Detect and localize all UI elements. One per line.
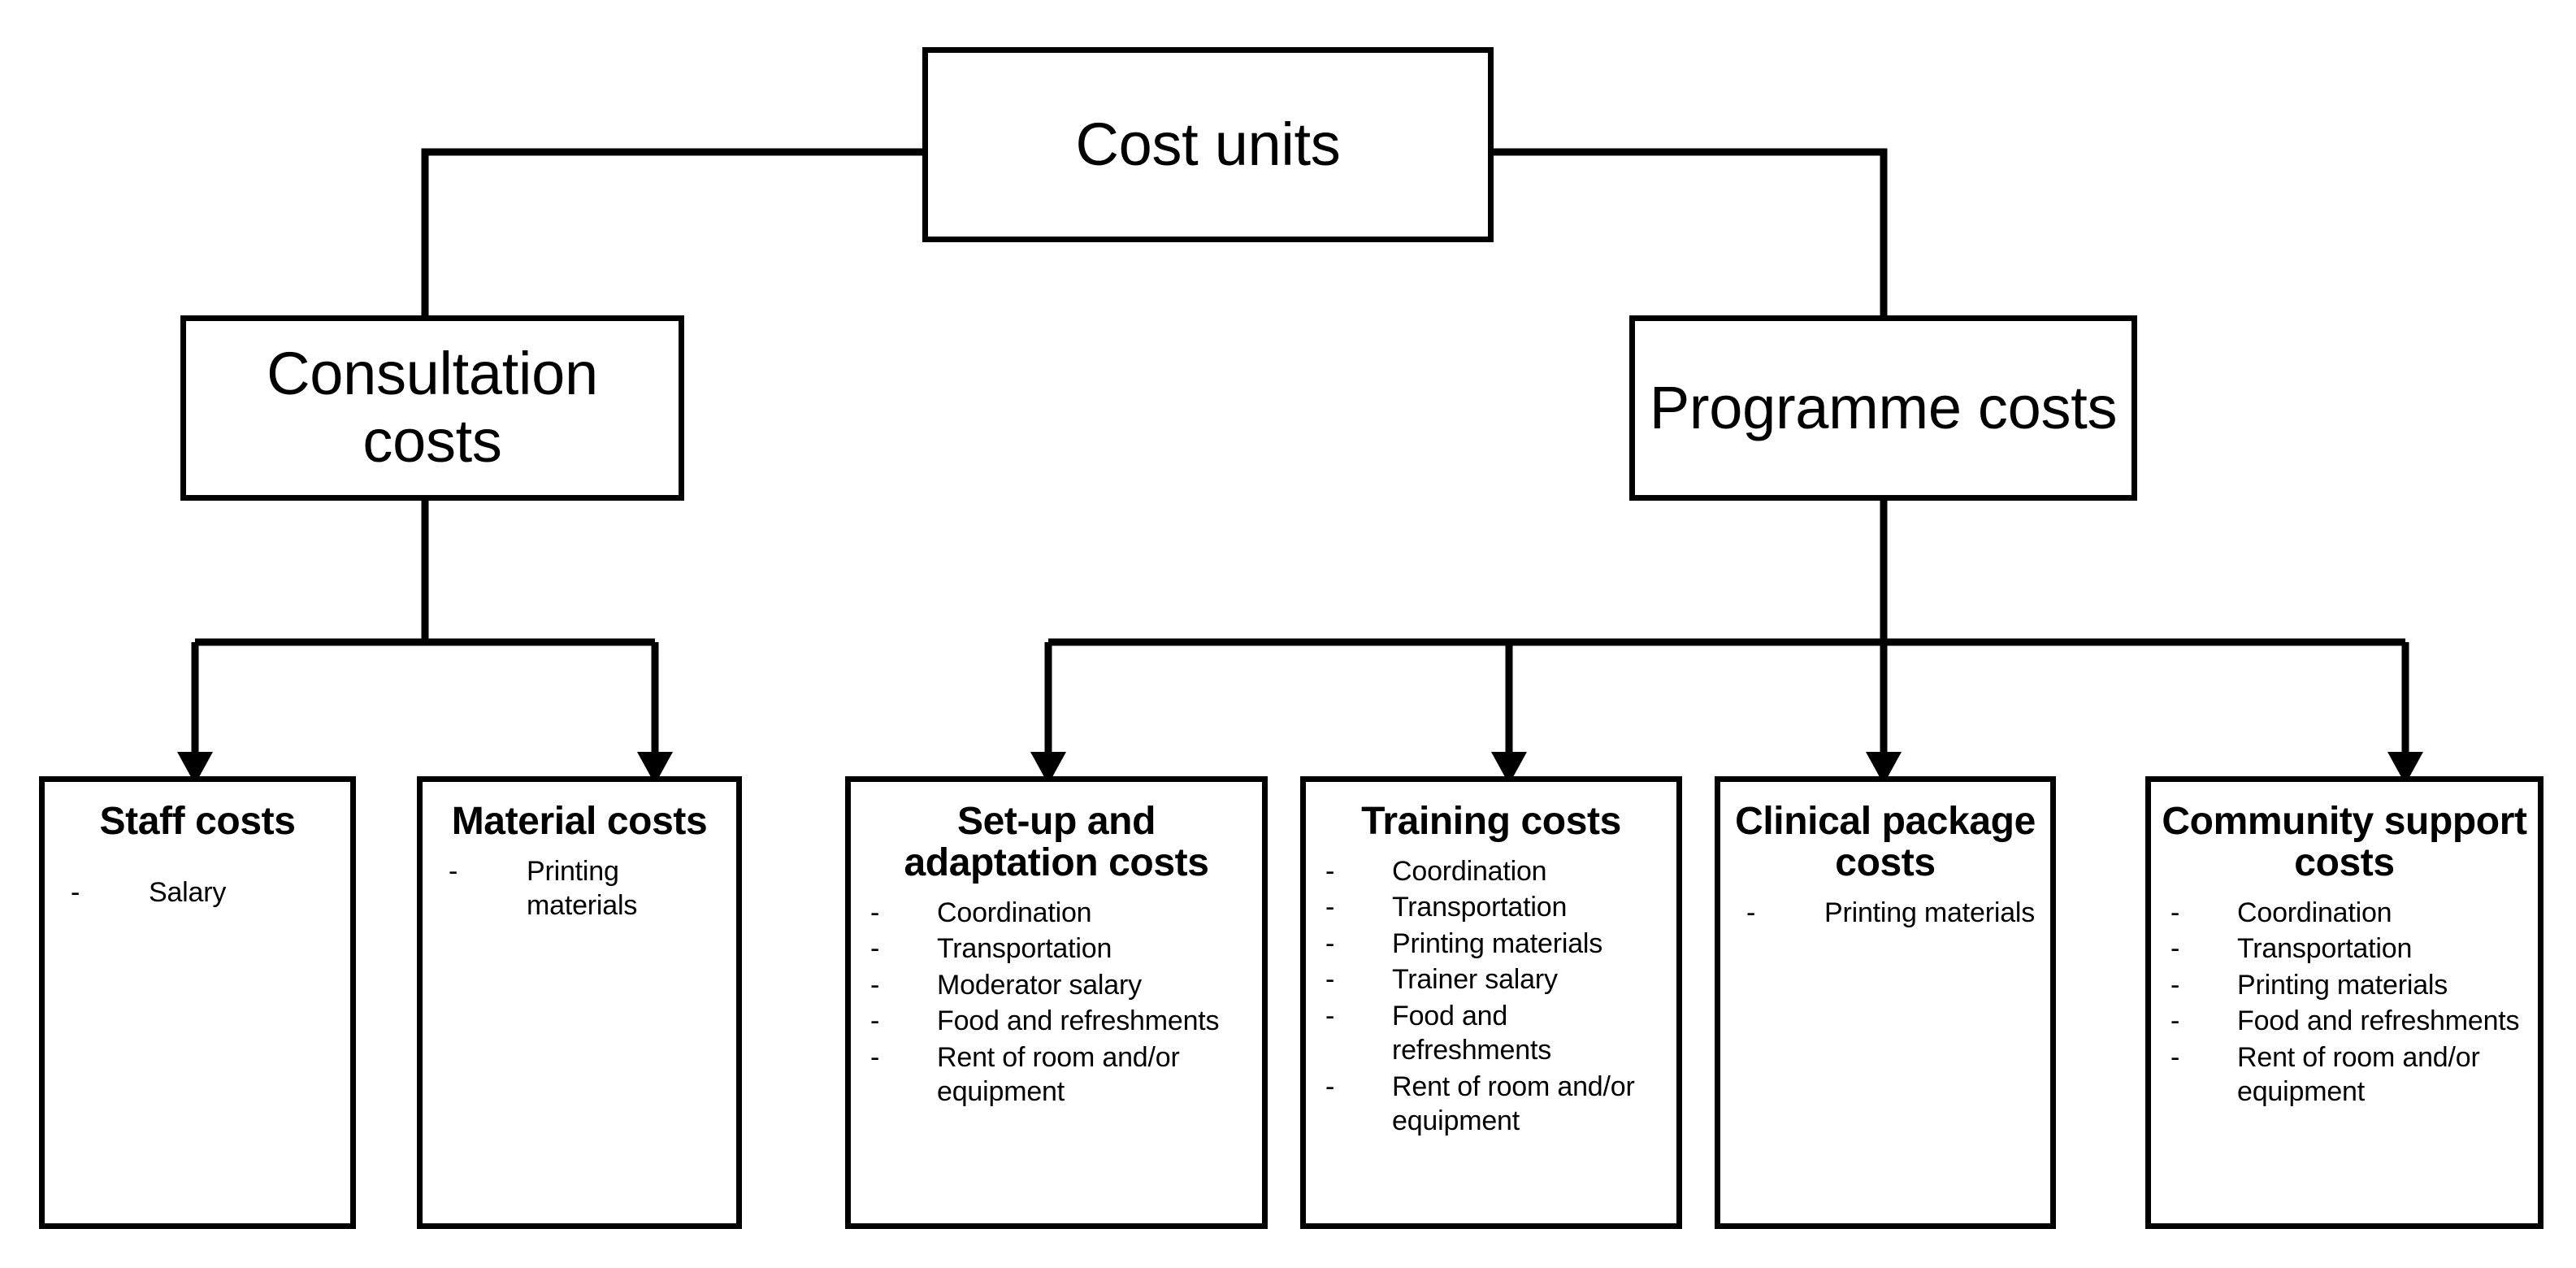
dash-marker: - [449, 855, 458, 887]
list-item-label: Coordination [2237, 897, 2392, 928]
community-support-costs-item-list: - Coordination - Transportation - Printi… [2159, 896, 2530, 1110]
list-item: - Coordination [859, 896, 1254, 931]
node-training-costs[interactable]: Training costs - Coordination - Transpor… [1300, 776, 1682, 1229]
list-item-label: Printing materials [2237, 969, 2448, 1001]
dash-marker: - [1746, 897, 1756, 928]
dash-marker: - [870, 969, 880, 1001]
edge-root-to-consultation [421, 148, 922, 315]
list-item-label: Food and refreshments [1392, 1000, 1552, 1066]
node-programme-costs[interactable]: Programme costs [1629, 315, 2137, 501]
list-item-label: Rent of room and/or equipment [1392, 1070, 1635, 1137]
node-community-support-costs[interactable]: Community support costs - Coordination -… [2145, 776, 2543, 1229]
dash-marker: - [1325, 1070, 1335, 1102]
list-item: - Food and refreshments [2159, 1004, 2530, 1039]
dash-marker: - [870, 933, 880, 965]
dash-marker: - [2171, 933, 2180, 965]
list-item: - Food and refreshments [1314, 999, 1668, 1068]
node-staff-costs[interactable]: Staff costs - Salary [39, 776, 356, 1229]
list-item: - Transportation [1314, 890, 1668, 925]
set-up-and-adaptation-costs-item-list: - Coordination - Transportation - Modera… [859, 896, 1254, 1110]
list-item-label: Transportation [2237, 933, 2413, 965]
node-cost-units-title: Cost units [1075, 110, 1341, 178]
list-item-label: Rent of room and/or equipment [2237, 1041, 2480, 1108]
list-item: - Salary [53, 875, 342, 910]
staff-costs-item-list: - Salary [53, 875, 342, 910]
list-item: - Transportation [859, 931, 1254, 966]
node-staff-costs-title: Staff costs [99, 800, 296, 843]
node-clinical-package-costs-title: Clinical package costs [1735, 800, 2036, 884]
list-item-label: Trainer salary [1392, 964, 1558, 996]
node-consultation-costs[interactable]: Consultation costs [180, 315, 684, 501]
node-material-costs[interactable]: Material costs - Printing materials [417, 776, 742, 1229]
dash-marker: - [2171, 897, 2180, 928]
dash-marker: - [1325, 964, 1335, 996]
list-item-label: Food and refreshments [2237, 1005, 2520, 1037]
list-item: - Moderator salary [859, 968, 1254, 1003]
list-item-label: Coordination [1392, 855, 1547, 887]
list-item: - Food and refreshments [859, 1004, 1254, 1039]
list-item: - Transportation [2159, 931, 2530, 966]
edge-root-to-programme [1494, 148, 1888, 315]
dash-marker: - [2171, 1041, 2180, 1073]
list-item: - Printing materials [1728, 896, 2042, 931]
dash-marker: - [1325, 927, 1335, 959]
list-item-label: Rent of room and/or equipment [937, 1041, 1180, 1108]
list-item-label: Moderator salary [937, 969, 1142, 1001]
dash-marker: - [1325, 892, 1335, 923]
list-item: - Trainer salary [1314, 962, 1668, 997]
node-set-up-and-adaptation-costs-title: Set-up and adaptation costs [904, 800, 1209, 884]
material-costs-item-list: - Printing materials [431, 854, 728, 923]
list-item-label: Salary [149, 876, 227, 908]
list-item-label: Coordination [937, 897, 1092, 928]
training-costs-item-list: - Coordination - Transportation - Printi… [1314, 854, 1668, 1139]
node-training-costs-title: Training costs [1361, 800, 1621, 843]
node-consultation-costs-title: Consultation costs [267, 340, 598, 475]
list-item: - Printing materials [431, 854, 728, 923]
dash-marker: - [870, 1041, 880, 1073]
node-community-support-costs-title: Community support costs [2162, 800, 2527, 884]
node-cost-units[interactable]: Cost units [922, 47, 1494, 242]
list-item: - Coordination [1314, 854, 1668, 889]
list-item: - Rent of room and/or equipment [1314, 1070, 1668, 1139]
list-item-label: Food and refreshments [937, 1005, 1220, 1037]
list-item-label: Printing materials [1824, 897, 2036, 928]
list-item: - Rent of room and/or equipment [2159, 1040, 2530, 1110]
node-material-costs-title: Material costs [451, 800, 708, 843]
dash-marker: - [2171, 969, 2180, 1001]
dash-marker: - [1325, 855, 1335, 887]
list-item-label: Printing materials [1392, 927, 1603, 959]
list-item: - Rent of room and/or equipment [859, 1040, 1254, 1110]
dash-marker: - [71, 876, 80, 908]
dash-marker: - [870, 1005, 880, 1037]
dash-marker: - [2171, 1005, 2180, 1037]
list-item: - Coordination [2159, 896, 2530, 931]
dash-marker: - [870, 897, 880, 928]
list-item-label: Printing materials [527, 855, 638, 922]
list-item-label: Transportation [937, 933, 1112, 965]
list-item: - Printing materials [1314, 927, 1668, 962]
node-clinical-package-costs[interactable]: Clinical package costs - Printing materi… [1715, 776, 2056, 1229]
node-programme-costs-title: Programme costs [1649, 373, 2118, 441]
dash-marker: - [1325, 1000, 1335, 1031]
list-item-label: Transportation [1392, 892, 1568, 923]
list-item: - Printing materials [2159, 968, 2530, 1003]
node-set-up-and-adaptation-costs[interactable]: Set-up and adaptation costs - Coordinati… [845, 776, 1268, 1229]
clinical-package-costs-item-list: - Printing materials [1728, 896, 2042, 931]
